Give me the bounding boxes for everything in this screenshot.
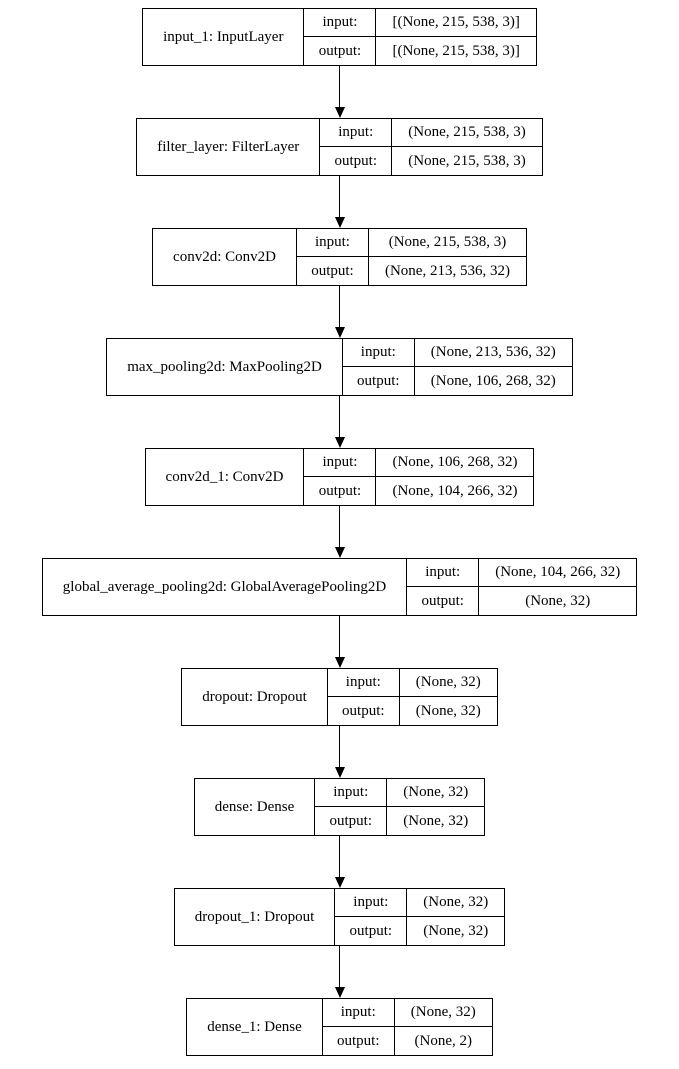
arrow-line <box>338 506 341 547</box>
input-shape: (None, 104, 266, 32) <box>495 564 621 580</box>
output-label: output: <box>335 917 408 945</box>
output-shape: [(None, 215, 538, 3)] <box>392 42 520 59</box>
input-shape: (None, 215, 538, 3) <box>388 234 507 250</box>
input-label: input: <box>297 229 369 257</box>
input-shape: (None, 32) <box>403 784 469 800</box>
input-shape: (None, 213, 536, 32) <box>430 344 556 360</box>
arrow-down <box>334 396 345 448</box>
node-filter-layer: filter_layer: FilterLayer input: (None, … <box>136 118 543 176</box>
arrow-down <box>334 836 345 888</box>
node-dense-1: dense_1: Dense input: (None, 32) output:… <box>186 998 493 1056</box>
arrow-line <box>338 836 341 877</box>
output-label: output: <box>304 477 377 505</box>
output-shape: (None, 32) <box>403 812 469 829</box>
output-shape: (None, 32) <box>525 592 591 609</box>
input-shape: (None, 32) <box>415 674 481 690</box>
node-max-pooling2d: max_pooling2d: MaxPooling2D input: (None… <box>106 338 573 396</box>
input-shape: (None, 106, 268, 32) <box>392 454 518 470</box>
output-label: output: <box>297 257 369 285</box>
input-label: input: <box>328 669 400 697</box>
arrow-line <box>338 726 341 767</box>
arrowhead-icon <box>334 987 345 998</box>
node-dropout: dropout: Dropout input: (None, 32) outpu… <box>181 668 498 726</box>
output-shape: (None, 106, 268, 32) <box>430 372 556 389</box>
arrow-line <box>338 616 341 657</box>
output-shape: (None, 213, 536, 32) <box>384 262 510 279</box>
node-conv2d-1: conv2d_1: Conv2D input: (None, 106, 268,… <box>144 448 535 506</box>
input-label: input: <box>323 999 395 1027</box>
layer-name: conv2d_1: Conv2D <box>146 449 305 505</box>
arrowhead-icon <box>334 217 345 228</box>
input-label: input: <box>304 9 377 37</box>
input-shape: (None, 32) <box>410 1004 476 1020</box>
arrow-down <box>334 66 345 118</box>
arrow-line <box>338 286 341 327</box>
layer-name: global_average_pooling2d: GlobalAverageP… <box>43 559 408 615</box>
layer-name: dropout: Dropout <box>182 669 328 725</box>
node-conv2d: conv2d: Conv2D input: (None, 215, 538, 3… <box>152 228 527 286</box>
node-input-1: input_1: InputLayer input: [(None, 215, … <box>142 8 537 66</box>
output-shape: (None, 104, 266, 32) <box>392 482 518 499</box>
layer-name: filter_layer: FilterLayer <box>137 119 321 175</box>
output-shape: (None, 2) <box>414 1032 473 1049</box>
output-label: output: <box>315 807 388 835</box>
arrow-down <box>334 726 345 778</box>
arrow-down <box>334 946 345 998</box>
output-label: output: <box>304 37 377 65</box>
arrow-line <box>338 396 341 437</box>
input-label: input: <box>343 339 415 367</box>
arrowhead-icon <box>334 877 345 888</box>
output-label: output: <box>323 1027 395 1055</box>
output-label: output: <box>320 147 393 175</box>
input-label: input: <box>304 449 377 477</box>
input-shape: [(None, 215, 538, 3)] <box>392 14 520 30</box>
arrow-down <box>334 506 345 558</box>
input-label: input: <box>320 119 393 147</box>
node-dense: dense: Dense input: (None, 32) output: (… <box>193 778 486 836</box>
node-global-average-pooling2d: global_average_pooling2d: GlobalAverageP… <box>41 558 638 616</box>
layer-name: dense_1: Dense <box>187 999 323 1055</box>
arrowhead-icon <box>334 437 345 448</box>
arrowhead-icon <box>334 107 345 118</box>
input-label: input: <box>407 559 480 587</box>
input-shape: (None, 215, 538, 3) <box>408 124 526 140</box>
output-label: output: <box>343 367 415 395</box>
arrowhead-icon <box>334 767 345 778</box>
layer-name: dropout_1: Dropout <box>175 889 336 945</box>
output-label: output: <box>407 587 480 615</box>
layer-name: input_1: InputLayer <box>143 9 305 65</box>
arrowhead-icon <box>334 547 345 558</box>
layer-name: max_pooling2d: MaxPooling2D <box>107 339 343 395</box>
input-label: input: <box>335 889 408 917</box>
layer-name: dense: Dense <box>195 779 316 835</box>
output-shape: (None, 32) <box>423 922 489 939</box>
arrow-down <box>334 616 345 668</box>
input-label: input: <box>315 779 388 807</box>
arrow-down <box>334 176 345 228</box>
input-shape: (None, 32) <box>423 894 489 910</box>
output-label: output: <box>328 697 400 725</box>
arrow-down <box>334 286 345 338</box>
arrow-line <box>338 66 341 107</box>
arrow-line <box>338 946 341 987</box>
output-shape: (None, 32) <box>415 702 481 719</box>
layer-name: conv2d: Conv2D <box>153 229 297 285</box>
output-shape: (None, 215, 538, 3) <box>408 152 526 169</box>
node-dropout-1: dropout_1: Dropout input: (None, 32) out… <box>173 888 506 946</box>
arrowhead-icon <box>334 657 345 668</box>
arrowhead-icon <box>334 327 345 338</box>
arrow-line <box>338 176 341 217</box>
